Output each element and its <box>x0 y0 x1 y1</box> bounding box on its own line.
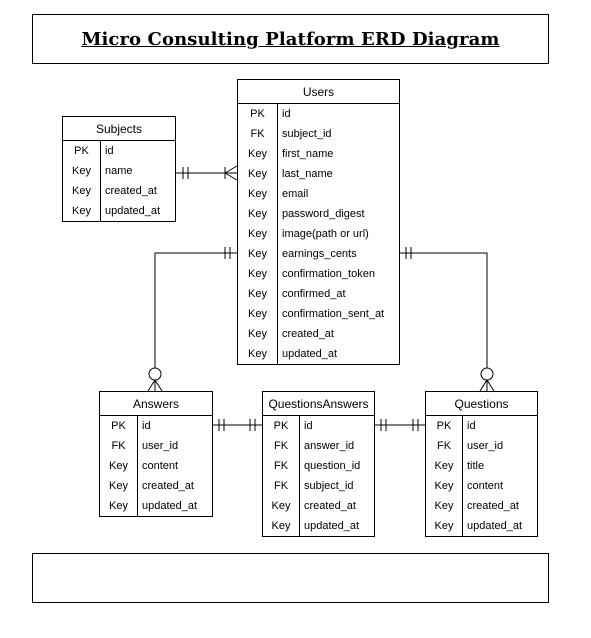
field-key: Key <box>434 460 454 472</box>
field-name: updated_at <box>282 348 338 360</box>
field-key: Key <box>109 500 128 512</box>
relationship-subjects-users <box>176 165 238 181</box>
field-key: Key <box>271 520 291 532</box>
field-key: FK <box>111 440 126 452</box>
entity-subjects-title: Subjects <box>63 117 175 141</box>
field-name: id <box>467 420 476 432</box>
field-name: id <box>105 145 114 157</box>
field-name: earnings_cents <box>282 248 357 260</box>
field-key: Key <box>248 248 267 260</box>
field-key: Key <box>248 288 267 300</box>
field-name: id <box>282 108 291 120</box>
field-name: created_at <box>142 480 194 492</box>
field-key: PK <box>436 420 452 432</box>
field-name: subject_id <box>304 480 354 492</box>
field-name: created_at <box>282 328 334 340</box>
field-key: Key <box>248 188 267 200</box>
field-key: FK <box>273 440 289 452</box>
field-key: Key <box>248 348 267 360</box>
title-box: Micro Consulting Platform ERD Diagram <box>32 14 549 64</box>
entity-users-title: Users <box>238 80 399 104</box>
footer-box <box>32 553 549 603</box>
field-name: updated_at <box>304 520 360 532</box>
field-key: Key <box>248 168 267 180</box>
field-name: id <box>142 420 151 432</box>
field-key: Key <box>248 268 267 280</box>
relationship-users-answers <box>147 247 237 392</box>
field-name: created_at <box>467 500 519 512</box>
entity-users: Users PK FK Key Key Key Key Key Key Key … <box>237 79 400 365</box>
field-name: user_id <box>467 440 504 452</box>
entity-answers: Answers PK FK Key Key Key id user_id con… <box>99 391 213 517</box>
entity-questions-answers-title: QuestionsAnswers <box>263 392 374 416</box>
field-key: FK <box>273 460 289 472</box>
relationship-questionsanswers-questions <box>375 419 425 431</box>
field-name: updated_at <box>142 500 198 512</box>
field-key: PK <box>74 145 89 157</box>
field-key: Key <box>72 185 91 197</box>
field-key: Key <box>434 500 454 512</box>
field-name: title <box>467 460 485 472</box>
field-name: created_at <box>105 185 157 197</box>
field-name: updated_at <box>467 520 523 532</box>
field-key: PK <box>111 420 126 432</box>
field-key: Key <box>109 460 128 472</box>
field-name: confirmation_token <box>282 268 375 280</box>
field-key: Key <box>248 208 267 220</box>
entity-questions: Questions PK FK Key Key Key Key id user_… <box>425 391 538 537</box>
field-key: Key <box>248 228 267 240</box>
field-key: Key <box>72 205 91 217</box>
field-key: Key <box>109 480 128 492</box>
diagram-title: Micro Consulting Platform ERD Diagram <box>81 28 500 50</box>
field-name: confirmation_sent_at <box>282 308 385 320</box>
field-name: first_name <box>282 148 334 160</box>
field-key: Key <box>72 165 91 177</box>
field-name: email <box>282 188 309 200</box>
field-name: created_at <box>304 500 356 512</box>
field-key: Key <box>434 520 454 532</box>
field-name: last_name <box>282 168 333 180</box>
field-key: FK <box>250 128 265 140</box>
field-key: FK <box>273 480 289 492</box>
field-key: Key <box>434 480 454 492</box>
field-name: subject_id <box>282 128 332 140</box>
entity-subjects: Subjects PK Key Key Key id name created_… <box>62 116 176 222</box>
field-name: user_id <box>142 440 179 452</box>
field-name: answer_id <box>304 440 355 452</box>
field-name: question_id <box>304 460 361 472</box>
entity-answers-title: Answers <box>100 392 212 416</box>
field-name: content <box>142 460 179 472</box>
field-key: Key <box>248 308 267 320</box>
field-key: FK <box>436 440 452 452</box>
field-name: image(path or url) <box>282 228 369 240</box>
field-key: PK <box>250 108 265 120</box>
field-name: id <box>304 420 313 432</box>
field-name: password_digest <box>282 208 365 220</box>
field-name: updated_at <box>105 205 161 217</box>
field-key: Key <box>248 328 267 340</box>
relationship-answers-questionsanswers <box>213 419 262 431</box>
entity-questions-answers: QuestionsAnswers PK FK FK FK Key Key id … <box>262 391 375 537</box>
relationship-users-questions <box>400 247 495 392</box>
field-name: confirmed_at <box>282 288 346 300</box>
field-key: PK <box>273 420 289 432</box>
entity-questions-title: Questions <box>426 392 537 416</box>
field-key: Key <box>248 148 267 160</box>
field-name: content <box>467 480 504 492</box>
field-name: name <box>105 165 133 177</box>
field-key: Key <box>271 500 291 512</box>
